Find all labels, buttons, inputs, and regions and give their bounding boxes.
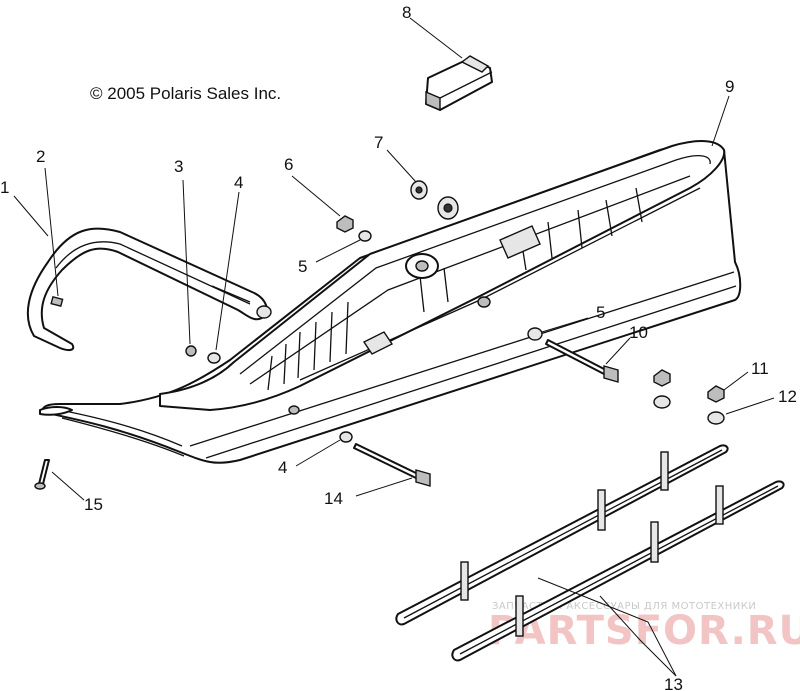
callout-7: 7 bbox=[374, 133, 383, 152]
callout-4-top: 4 bbox=[234, 173, 243, 192]
bolt-part-14 bbox=[353, 443, 431, 487]
callout-6: 6 bbox=[284, 155, 293, 174]
callout-5-right: 5 bbox=[596, 303, 605, 322]
watermark-caption: ЗАПЧАСТИ И АКСЕССУАРЫ ДЛЯ МОТОТЕХНИКИ bbox=[492, 601, 756, 612]
callout-3: 3 bbox=[174, 157, 183, 176]
callout-12: 12 bbox=[778, 387, 797, 406]
washer-part-12 bbox=[707, 411, 725, 425]
nut-part-11-b bbox=[707, 385, 725, 403]
leader-lines bbox=[13, 17, 775, 677]
bolt-part-10 bbox=[545, 339, 619, 383]
copyright-text: © 2005 Polaris Sales Inc. bbox=[90, 84, 281, 103]
pin-part-15 bbox=[34, 459, 50, 490]
washer-part-5-right bbox=[527, 327, 543, 341]
washer-part-4-bottom bbox=[339, 431, 353, 443]
bushing-part-7 bbox=[410, 180, 459, 220]
washer-part-5-top bbox=[358, 230, 372, 242]
callout-10: 10 bbox=[629, 323, 648, 342]
callout-4-bottom: 4 bbox=[278, 458, 287, 477]
callout-14: 14 bbox=[324, 489, 343, 508]
washer-part-4-top bbox=[207, 352, 221, 364]
callout-2: 2 bbox=[36, 147, 45, 166]
callout-1: 1 bbox=[0, 178, 9, 197]
washer-part-11-a bbox=[653, 395, 671, 409]
callout-8: 8 bbox=[402, 3, 411, 22]
saddle-block-part-8 bbox=[425, 55, 493, 112]
ski-handle-part-1 bbox=[26, 227, 272, 352]
fastener-part-3 bbox=[185, 345, 197, 357]
callout-9: 9 bbox=[725, 77, 734, 96]
callout-15: 15 bbox=[84, 495, 103, 514]
callout-labels: 1 2 3 4 5 6 7 8 9 5 10 11 12 4 14 15 13 bbox=[0, 3, 797, 691]
hardware bbox=[34, 180, 725, 490]
callout-13: 13 bbox=[664, 675, 683, 691]
carbides-part-13 bbox=[395, 444, 785, 662]
nut-part-6 bbox=[336, 215, 354, 233]
callout-5-left: 5 bbox=[298, 257, 307, 276]
nut-part-11-a bbox=[653, 369, 671, 387]
callout-11: 11 bbox=[751, 359, 769, 378]
ski-body-part-9 bbox=[39, 140, 742, 464]
